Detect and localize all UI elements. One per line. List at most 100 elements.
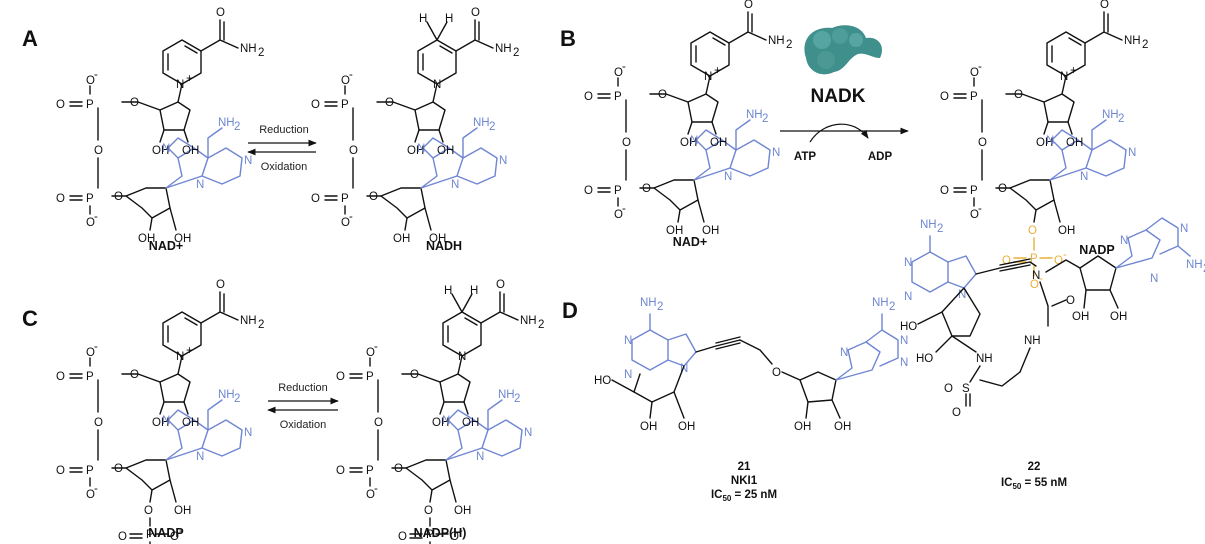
svg-text:NH: NH <box>976 353 993 365</box>
svg-text:N: N <box>840 347 848 359</box>
svg-text:N: N <box>724 171 732 183</box>
svg-text:N: N <box>900 357 908 369</box>
svg-text:NH: NH <box>872 297 889 309</box>
svg-text:-: - <box>94 211 98 223</box>
svg-text:2: 2 <box>258 47 264 59</box>
svg-text:+: + <box>1070 65 1077 77</box>
svg-text:HO: HO <box>594 375 611 387</box>
svg-text:-: - <box>622 203 626 215</box>
svg-text:O: O <box>56 371 65 383</box>
svg-text:N: N <box>196 179 204 191</box>
svg-text:OH: OH <box>1058 225 1075 237</box>
svg-text:P: P <box>366 371 374 383</box>
svg-text:O: O <box>970 67 979 79</box>
svg-text:-: - <box>374 483 378 495</box>
svg-text:N: N <box>1032 270 1040 282</box>
panel-b-right-label: NADP <box>1079 243 1114 257</box>
svg-text:N: N <box>176 79 184 91</box>
svg-text:O: O <box>584 185 593 197</box>
svg-text:N: N <box>451 179 459 191</box>
svg-text:N: N <box>524 427 532 439</box>
svg-text:+: + <box>186 345 193 357</box>
svg-text:2: 2 <box>657 301 663 313</box>
svg-text:OH: OH <box>680 137 697 149</box>
svg-text:O: O <box>86 217 95 229</box>
svg-text:O: O <box>336 465 345 477</box>
nadp-molecule-c: N + O NH 2 O O P O - O O P O - O OH OH O… <box>56 279 264 544</box>
svg-text:OH: OH <box>152 417 169 429</box>
adp-label: ADP <box>868 151 893 163</box>
svg-text:OH: OH <box>1110 311 1127 323</box>
svg-text:O: O <box>374 417 383 429</box>
svg-text:O: O <box>366 489 375 501</box>
svg-text:OH: OH <box>454 505 471 517</box>
svg-text:O: O <box>86 347 95 359</box>
svg-text:OH: OH <box>174 233 191 245</box>
svg-text:O: O <box>56 99 65 111</box>
svg-text:OH: OH <box>393 233 410 245</box>
nadk-reaction-arrow <box>780 123 909 143</box>
svg-text:N: N <box>904 291 912 303</box>
svg-text:2: 2 <box>258 319 264 331</box>
svg-text:-: - <box>349 69 353 81</box>
svg-text:NH: NH <box>746 109 763 121</box>
svg-text:N: N <box>417 143 425 155</box>
svg-text:O: O <box>940 91 949 103</box>
svg-text:2: 2 <box>489 121 495 133</box>
svg-text:NH: NH <box>218 117 235 129</box>
svg-text:N: N <box>458 351 466 363</box>
svg-text:NH: NH <box>473 117 490 129</box>
svg-text:O: O <box>471 7 480 19</box>
svg-text:O: O <box>336 371 345 383</box>
svg-text:O: O <box>978 137 987 149</box>
compound-22-number: 22 <box>1028 461 1041 473</box>
svg-text:OH: OH <box>678 421 695 433</box>
svg-text:P: P <box>146 529 154 541</box>
svg-text:P: P <box>86 465 94 477</box>
svg-text:2: 2 <box>762 113 768 125</box>
svg-text:OH: OH <box>462 417 479 429</box>
svg-text:NH: NH <box>768 35 785 47</box>
svg-text:-: - <box>622 61 626 73</box>
svg-text:-: - <box>978 61 982 73</box>
svg-text:OH: OH <box>182 145 199 157</box>
svg-text:NH: NH <box>1124 35 1141 47</box>
svg-text:+: + <box>714 65 721 77</box>
svg-text:NH: NH <box>1102 109 1119 121</box>
svg-text:N: N <box>244 155 252 167</box>
panel-c-letter: C <box>22 306 38 331</box>
svg-text:P: P <box>426 529 434 541</box>
panel-b-left-label: NAD+ <box>673 235 707 249</box>
panel-c-equilibrium-arrows <box>267 397 339 414</box>
svg-text:N: N <box>690 135 698 147</box>
svg-text:-: - <box>94 483 98 495</box>
compound-22-structure: NH 2 N N N N O NH S O O NH HO HO OH OH <box>900 217 1205 419</box>
svg-text:N: N <box>196 451 204 463</box>
svg-text:-: - <box>1039 273 1043 285</box>
svg-text:O: O <box>1002 255 1011 267</box>
panel-b-letter: B <box>560 26 576 51</box>
svg-text:-: - <box>374 341 378 353</box>
svg-text:P: P <box>1030 253 1038 265</box>
svg-text:P: P <box>86 99 94 111</box>
svg-text:2: 2 <box>538 319 544 331</box>
nad-plus-molecule: N + O NH 2 O O P O - O O P O - O OH OH O… <box>56 7 264 245</box>
svg-text:O: O <box>658 89 667 101</box>
svg-text:O: O <box>744 0 753 11</box>
atp-label: ATP <box>794 151 816 163</box>
panel-d-letter: D <box>562 298 578 323</box>
svg-text:2: 2 <box>514 393 520 405</box>
svg-text:OH: OH <box>429 233 446 245</box>
svg-text:O: O <box>940 185 949 197</box>
svg-text:O: O <box>341 217 350 229</box>
svg-text:O: O <box>496 279 505 291</box>
svg-text:HO: HO <box>916 353 933 365</box>
svg-text:NH: NH <box>1186 259 1203 271</box>
svg-text:H: H <box>470 285 478 297</box>
svg-text:O: O <box>86 489 95 501</box>
svg-text:2: 2 <box>234 121 240 133</box>
svg-text:O: O <box>410 369 419 381</box>
svg-text:OH: OH <box>1066 137 1083 149</box>
svg-text:OH: OH <box>710 137 727 149</box>
